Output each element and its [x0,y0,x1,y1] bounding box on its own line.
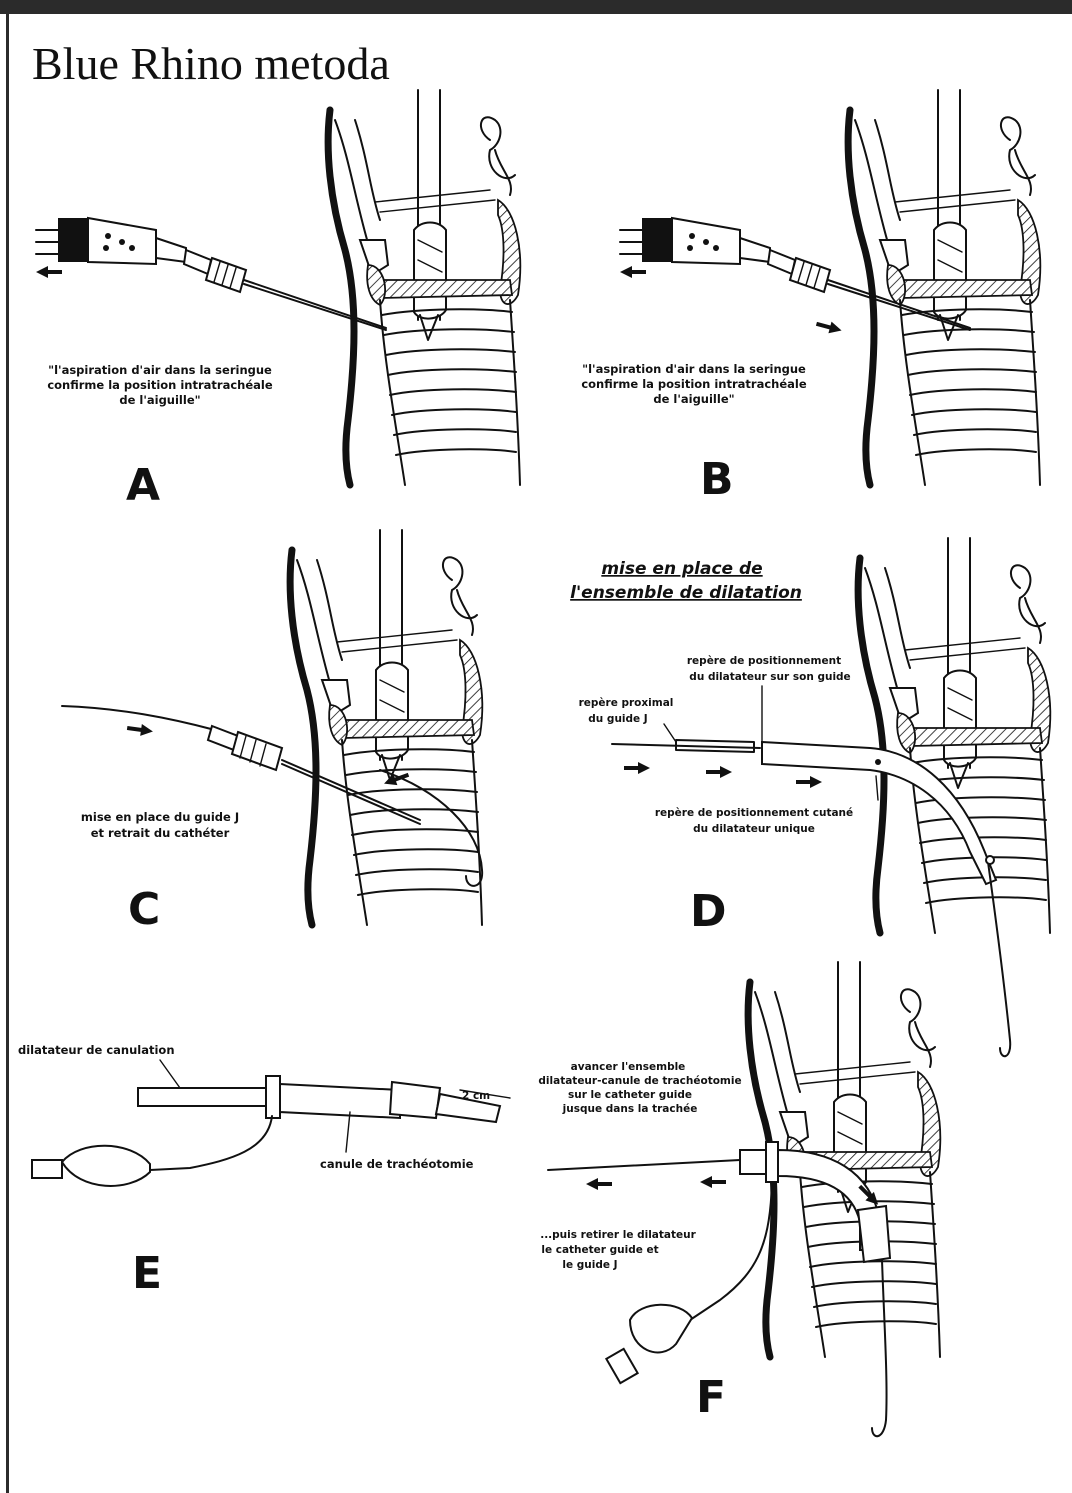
panel-f-guide [548,1160,740,1170]
panel-a-caption-2: confirme la position intratrachéale [47,378,273,392]
panel-f-label-top-4: jusque dans la trachée [562,1103,698,1115]
panel-f-label-top-2: dilatateur-canule de trachéotomie [538,1075,741,1087]
panel-f: avancer l'ensemble dilatateur-canule de … [538,962,940,1436]
panel-f-arrow-2 [700,1176,726,1188]
panel-d-trachea [858,538,1050,933]
panel-b-arrow-right [815,318,843,336]
panel-a-trachea [328,90,520,485]
panel-d-label-top-2: du dilatateur sur son guide [689,671,850,683]
panel-a-syringe [36,218,386,330]
panel-f-pilot-line [690,1182,772,1320]
panel-e-dilator [138,1088,268,1106]
panel-e-pilot-line [150,1116,272,1170]
panel-f-arrow-1 [586,1178,612,1190]
panel-b-caption-2: confirme la position intratrachéale [581,377,807,391]
panel-b-caption-1: "l'aspiration d'air dans la seringue [582,362,806,376]
panel-f-label-top-3: sur le catheter guide [568,1089,692,1101]
panel-a-letter: A [126,460,160,511]
panel-f-pilot-balloon [630,1305,692,1353]
panel-d-letter: D [690,886,727,937]
panel-c-caption-1: mise en place du guide J [81,810,239,824]
panel-b-trachea [848,90,1040,485]
panel-f-letter: F [696,1372,726,1423]
panel-d-label-left-1: repère proximal [579,697,674,709]
panel-c: mise en place du guide J et retrait du c… [62,530,482,935]
panel-d-guide [612,744,760,748]
panel-d-label-top-1: repère de positionnement [687,655,841,667]
panel-b: "l'aspiration d'air dans la seringue con… [581,90,1040,505]
panel-b-arrow-left [620,266,646,278]
panel-e-measure-label: 2 cm [462,1090,490,1102]
panel-f-label-top-1: avancer l'ensemble [571,1061,686,1073]
panel-c-trachea [290,530,482,925]
panel-e-letter: E [132,1248,162,1299]
panel-d-arrow-3 [796,776,822,788]
panel-a: "l'aspiration d'air dans la seringue con… [36,90,520,511]
panel-f-label-bottom-2: le catheter guide et [541,1244,658,1256]
panel-d-arrow-1 [624,762,650,774]
panel-d-heading-2: l'ensemble de dilatation [570,583,802,603]
panel-d-label-bottom-1: repère de positionnement cutané [655,807,853,819]
panel-f-j-wire [872,1260,887,1436]
panel-b-syringe [620,218,970,330]
panel-c-guide-wire [62,706,215,730]
panel-d-label-left-2: du guide J [588,713,647,725]
panel-e-cannula-label: canule de trachéotomie [320,1157,474,1171]
panel-d-heading-1: mise en place de [601,559,762,579]
panel-c-letter: C [128,884,160,935]
panel-f-label-bottom-1: ...puis retirer le dilatateur [540,1229,696,1241]
panel-d-arrow-2 [706,766,732,778]
panel-c-caption-2: et retrait du cathéter [91,826,230,840]
panel-b-caption-3: de l'aiguille" [653,392,734,406]
panel-e-pilot-balloon [62,1146,150,1186]
panel-b-letter: B [700,454,734,505]
panel-e-dilator-label: dilatateur de canulation [18,1043,175,1057]
panel-a-arrow [36,266,62,278]
panel-a-caption-3: de l'aiguille" [119,393,200,407]
panel-a-caption-1: "l'aspiration d'air dans la seringue [48,363,272,377]
panel-e: dilatateur de canulation 2 cm canule de … [18,1043,510,1299]
panel-d-label-bottom-2: du dilatateur unique [693,823,815,835]
panel-c-arrow-right [126,722,153,738]
panel-f-label-bottom-3: le guide J [562,1259,617,1271]
panel-d: mise en place de l'ensemble de dilatatio… [570,538,1050,1056]
panel-e-cannula [280,1084,400,1118]
panel-d-j-wire [988,862,1010,1056]
